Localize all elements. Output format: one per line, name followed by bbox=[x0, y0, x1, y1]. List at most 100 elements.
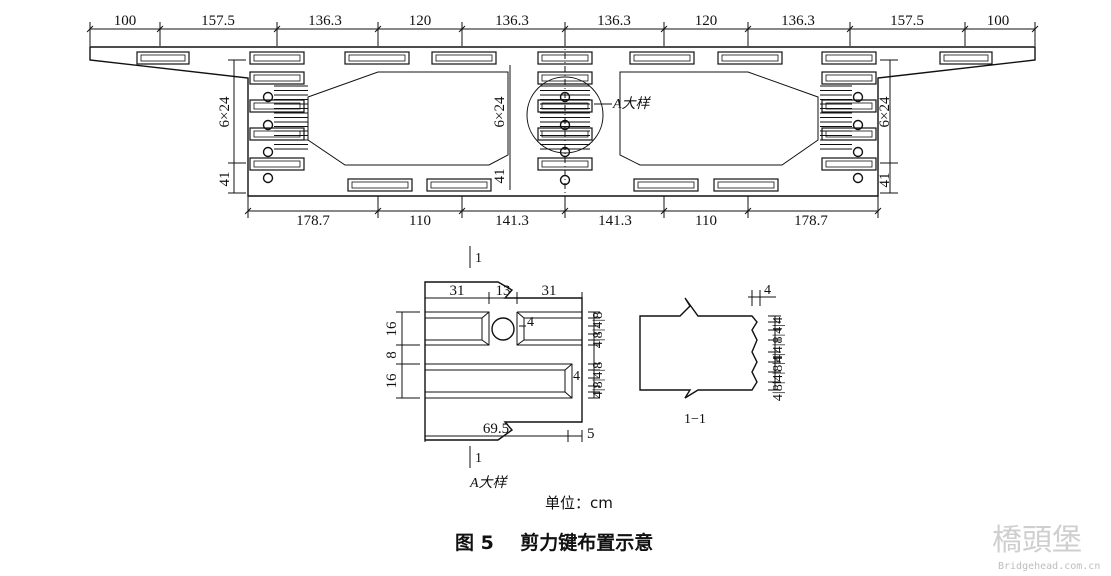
detail-right-ticks-bottom: 4|8|4|8 bbox=[591, 362, 606, 398]
top-dim-7: 120 bbox=[695, 13, 718, 29]
shear-key-slot bbox=[426, 178, 492, 192]
top-tick-slash bbox=[660, 25, 668, 33]
center-web-dim: 6×24 bbox=[492, 96, 508, 127]
shear-key-slot bbox=[821, 99, 877, 113]
figure-caption: 图 5 剪力键布置示意 bbox=[455, 531, 653, 554]
top-tick-slash bbox=[561, 25, 569, 33]
shear-key-slot bbox=[821, 157, 877, 171]
section-top-dim: 4 bbox=[764, 283, 771, 298]
detail-height-2: 8 bbox=[384, 351, 400, 359]
right-cell bbox=[619, 71, 819, 166]
key-depth-lower: 4 bbox=[573, 369, 580, 384]
shear-key-slot-inner bbox=[825, 54, 873, 62]
top-dim-2: 157.5 bbox=[201, 13, 235, 29]
shear-key-slot-inner bbox=[721, 54, 779, 62]
top-dim-10: 100 bbox=[987, 13, 1010, 29]
shear-key-slot bbox=[249, 71, 305, 85]
shear-key-slot bbox=[821, 127, 877, 141]
top-tick-slash bbox=[273, 25, 281, 33]
shear-key-slot-inner bbox=[348, 54, 406, 62]
shear-key-slot bbox=[717, 51, 783, 65]
shear-key-slot-inner bbox=[351, 181, 409, 189]
bottom-dim-5: 110 bbox=[695, 213, 717, 229]
detail-title: A大样 bbox=[469, 475, 509, 491]
bottom-tick-slash bbox=[660, 207, 668, 215]
section-side-ticks: 4|4|8|4|4 bbox=[771, 317, 786, 363]
detail-callout-label: A大样 bbox=[612, 96, 652, 112]
top-dim-5: 136.3 bbox=[495, 13, 529, 29]
bottom-dimension-chain: 178.7 110 141.3 141.3 110 178.7 bbox=[244, 196, 882, 229]
key-depth-upper: 4 bbox=[527, 315, 534, 330]
bottom-dim-1: 178.7 bbox=[296, 213, 330, 229]
shear-key-slot-inner bbox=[825, 160, 873, 168]
detail-width-3: 31 bbox=[542, 283, 557, 299]
bottom-dim-6: 178.7 bbox=[794, 213, 828, 229]
shear-key-slot-inner bbox=[435, 54, 493, 62]
top-tick-slash bbox=[156, 25, 164, 33]
left-web-dim: 6×24 bbox=[217, 96, 233, 127]
detail-end-gap: 5 bbox=[587, 426, 595, 442]
bottom-tick-slash bbox=[874, 207, 882, 215]
shear-key-slot bbox=[821, 71, 877, 85]
anchor-hole bbox=[852, 172, 864, 184]
top-tick-slash bbox=[744, 25, 752, 33]
top-dim-1: 100 bbox=[114, 13, 137, 29]
detail-circle bbox=[491, 317, 515, 341]
anchor-hole bbox=[852, 119, 864, 131]
shear-key-slot bbox=[821, 51, 877, 65]
top-dimension-chain: 100 157.5 136.3 120 136.3 136.3 120 136.… bbox=[86, 13, 1039, 46]
unit-label: 单位：cm bbox=[545, 494, 613, 512]
shear-key-slot bbox=[629, 51, 695, 65]
shear-key-slot bbox=[713, 178, 779, 192]
anchor-hole bbox=[262, 172, 274, 184]
anchor-hole bbox=[262, 119, 274, 131]
top-dim-8: 136.3 bbox=[781, 13, 815, 29]
shear-key-slot-inner bbox=[717, 181, 775, 189]
bottom-tick-slash bbox=[374, 207, 382, 215]
shear-key-slot bbox=[939, 51, 993, 65]
shear-key-slot bbox=[249, 51, 305, 65]
top-tick-slash bbox=[86, 25, 94, 33]
center-bottom-dim: 41 bbox=[492, 169, 508, 184]
side-dimensions: 6×24 41 6×24 41 6×24 41 bbox=[217, 59, 898, 194]
bottom-tick-slash bbox=[244, 207, 252, 215]
shear-key-slot-inner bbox=[825, 74, 873, 82]
detail-outline bbox=[424, 281, 583, 441]
detail-callout-circle bbox=[526, 76, 604, 154]
detail-total-width: 69.5 bbox=[483, 421, 509, 437]
top-dim-4: 120 bbox=[409, 13, 432, 29]
shear-key-slot bbox=[347, 178, 413, 192]
box-girder-section: A大样 bbox=[89, 40, 1036, 212]
right-bottom-dim: 41 bbox=[877, 173, 893, 188]
anchor-hole bbox=[852, 91, 864, 103]
bottom-tick-slash bbox=[744, 207, 752, 215]
shear-key-slot bbox=[633, 178, 699, 192]
bottom-dim-3: 141.3 bbox=[495, 213, 529, 229]
shear-key-slot bbox=[136, 51, 190, 65]
detail-height-1: 16 bbox=[384, 321, 400, 337]
shear-key-slot bbox=[249, 99, 305, 113]
right-web-dim: 6×24 bbox=[877, 96, 893, 127]
anchor-hole bbox=[262, 91, 274, 103]
section-mark-top: 1 bbox=[475, 251, 482, 266]
shear-key-slot-inner bbox=[253, 74, 301, 82]
watermark-logo-text: 橋頭堡 bbox=[992, 523, 1082, 558]
bottom-dim-2: 110 bbox=[409, 213, 431, 229]
shear-key-slot-inner bbox=[943, 54, 989, 62]
anchor-hole bbox=[262, 146, 274, 158]
bottom-dim-4: 141.3 bbox=[598, 213, 632, 229]
detail-right-ticks-top: 4|8|4|8 bbox=[591, 312, 606, 348]
bottom-tick-slash bbox=[561, 207, 569, 215]
bottom-tick-slash bbox=[458, 207, 466, 215]
section-title: 1−1 bbox=[684, 412, 706, 427]
detail-height-3: 16 bbox=[384, 373, 400, 389]
shear-key-slot-inner bbox=[430, 181, 488, 189]
top-dim-6: 136.3 bbox=[597, 13, 631, 29]
shear-key-slot-inner bbox=[140, 54, 186, 62]
left-cell bbox=[307, 71, 509, 166]
shear-key-slot-inner bbox=[633, 54, 691, 62]
shear-key-slot bbox=[344, 51, 410, 65]
section-outline bbox=[639, 297, 758, 399]
shear-key-upper bbox=[425, 311, 582, 346]
